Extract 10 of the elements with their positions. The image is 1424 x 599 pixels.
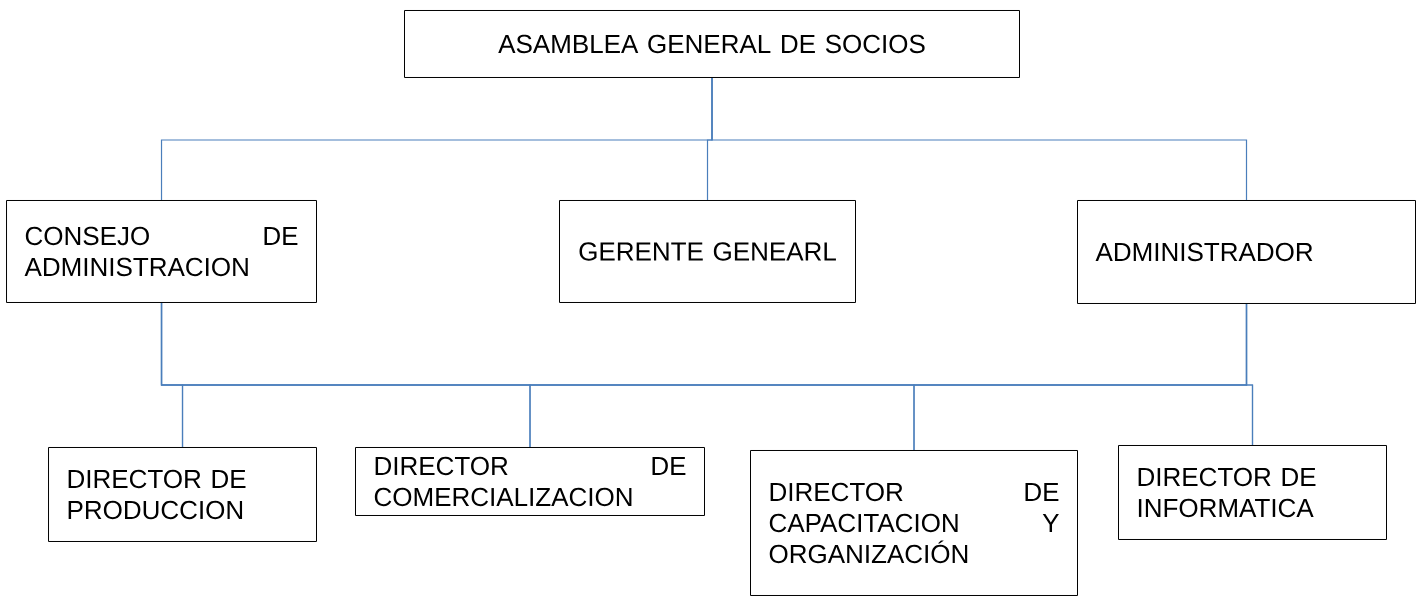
org-box: DIRECTOR DE CAPACITACION Y ORGANIZACIÓN: [750, 450, 1078, 596]
org-box: DIRECTOR DE COMERCIALIZACION: [355, 447, 705, 516]
org-box: GERENTE GENEARL: [559, 200, 856, 303]
connector-line: [711, 77, 1248, 201]
org-box: DIRECTOR DE PRODUCCION: [48, 447, 317, 542]
org-box: ADMINISTRADOR: [1077, 200, 1416, 304]
connector-line: [1245, 303, 1254, 446]
org-box: ASAMBLEA GENERAL DE SOCIOS: [404, 10, 1020, 78]
org-box: DIRECTOR DE INFORMATICA: [1118, 445, 1387, 540]
org-box: CONSEJO DE ADMINISTRACION: [6, 200, 317, 303]
